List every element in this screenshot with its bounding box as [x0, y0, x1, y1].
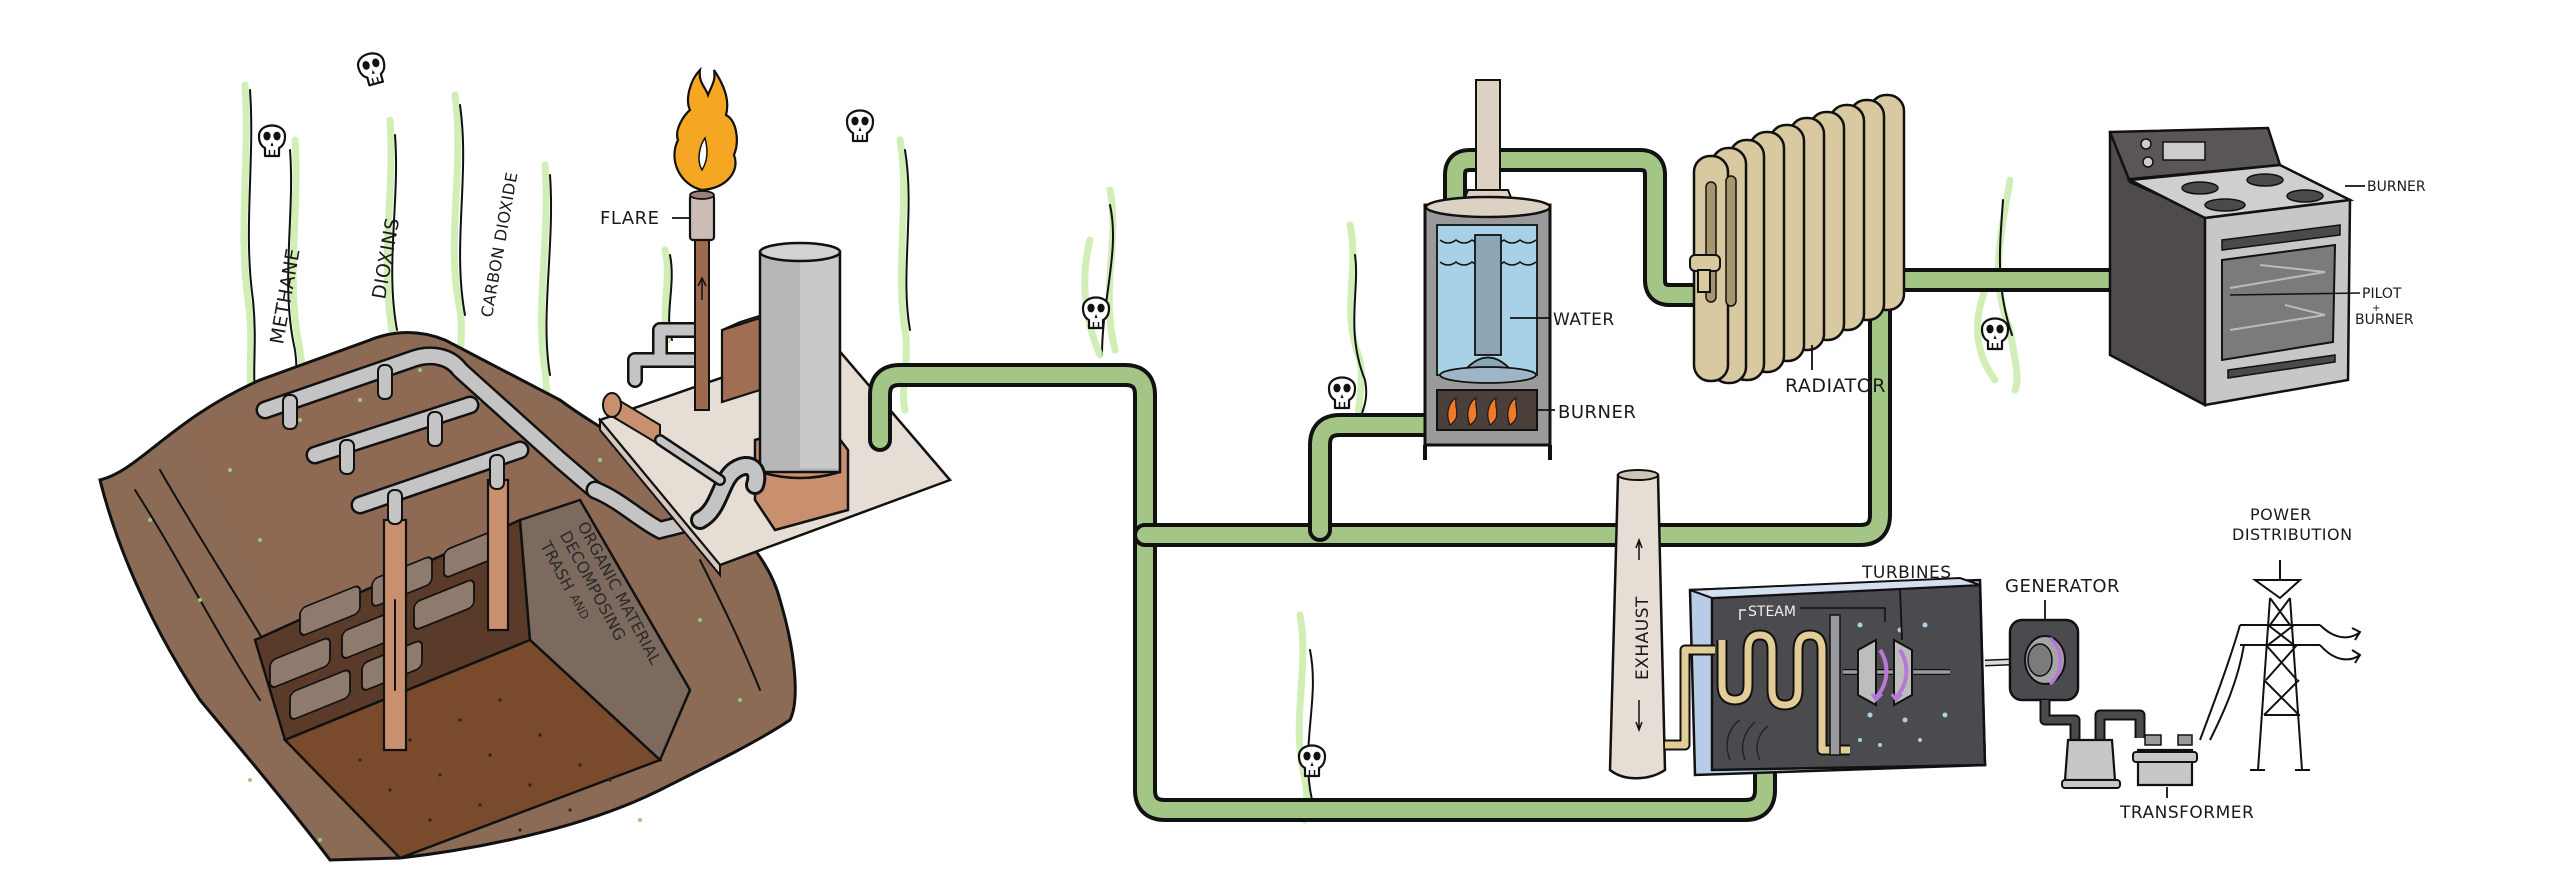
exhaust-stack [1608, 473, 1667, 780]
landfill: TRASH AND DECOMPOSING ORGANIC MATERIAL [98, 331, 797, 862]
pilot-label-line-2: + [2372, 303, 2380, 314]
water-heater-burner-label: BURNER [1558, 402, 1636, 423]
landfill-pit-floor [282, 638, 663, 860]
power-pylon [2199, 560, 2362, 771]
skull-icon [257, 124, 287, 158]
radiator: RADIATOR [1689, 93, 1906, 397]
gas-collection-pipes [255, 346, 710, 541]
transformer-1 [2063, 738, 2117, 782]
flare-stack [694, 234, 710, 411]
exhaust-label: EXHAUST [1633, 596, 1653, 680]
turbines-label: TURBINES [1861, 563, 1952, 583]
generator-label: GENERATOR [2005, 576, 2120, 597]
flare: FLARE [600, 66, 738, 411]
power-plant: EXHAUST STEAM [1608, 469, 2362, 823]
landfill-pit-side-wall [518, 498, 692, 763]
oven-window [2221, 243, 2337, 362]
dioxins-label: DIOXINS [368, 216, 404, 301]
turbine-2 [1893, 638, 1913, 707]
carbon-dioxide-label: CARBON DIOXIDE [477, 170, 521, 318]
gas-stove: BURNER PILOT + BURNER [2108, 126, 2426, 408]
pilot-label-line-3: BURNER [2355, 312, 2414, 328]
power-distribution-label-line-1: POWER [2250, 505, 2312, 524]
pilot-label-line-1: PILOT [2362, 286, 2402, 302]
skull-icon [354, 49, 390, 88]
steam-label: STEAM [1748, 604, 1796, 620]
skull-icon [1980, 317, 2010, 351]
water-heater: WATER BURNER [1423, 79, 1636, 460]
flue-pipe [1475, 79, 1501, 191]
gas-well-2 [486, 478, 510, 632]
skull-icon [845, 109, 875, 143]
power-distribution-label-line-2: DISTRIBUTION [2232, 525, 2353, 544]
skull-icon [1327, 376, 1357, 410]
flame-icon [673, 66, 738, 192]
stove-burner-label: BURNER [2367, 179, 2426, 195]
flare-label: FLARE [600, 208, 660, 229]
flare-tip [688, 193, 716, 242]
radiator-valve [1689, 254, 1721, 272]
turbine-1 [1857, 638, 1877, 707]
radiator-label: RADIATOR [1785, 375, 1886, 397]
gas-processing-station [597, 241, 953, 578]
water-label: WATER [1553, 310, 1615, 330]
transformer-label: TRANSFORMER [2119, 803, 2254, 823]
